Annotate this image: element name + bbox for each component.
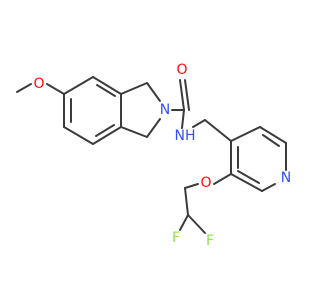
atom-label: O — [200, 175, 211, 191]
bond — [259, 126, 287, 144]
atom-label: F — [206, 233, 214, 249]
bonds — [16, 76, 287, 234]
ether-oxygen-atom: O — [200, 175, 211, 191]
bond — [92, 76, 122, 95]
bond — [184, 187, 189, 216]
bond — [237, 170, 260, 184]
bond — [192, 119, 206, 128]
bond — [96, 84, 116, 97]
methoxy-oxygen-atom: O — [33, 76, 44, 92]
bond — [95, 124, 115, 137]
atom-label: F — [172, 230, 180, 246]
bond — [120, 82, 148, 95]
carbonyl-oxygen-atom: O — [176, 62, 187, 78]
bond — [92, 126, 122, 145]
atom-label: O — [33, 76, 44, 92]
ring-nitrogen-atom: N — [160, 102, 170, 118]
bond — [146, 82, 161, 102]
bond — [16, 83, 32, 93]
atom-label: N — [281, 170, 291, 186]
bond — [184, 183, 199, 189]
atom-label: NH — [175, 128, 196, 144]
bond — [179, 214, 189, 231]
bond — [204, 119, 232, 142]
molecule-structure: O O N NH O N F F — [16, 62, 291, 249]
bond — [230, 126, 261, 142]
bond — [261, 183, 276, 192]
bond — [213, 173, 232, 185]
atom-label: O — [176, 62, 187, 78]
bond — [179, 79, 185, 111]
pyridine-nitrogen-atom: N — [281, 170, 291, 186]
bond — [120, 126, 148, 138]
bond — [230, 173, 263, 192]
atom-labels: O O N NH O N F F — [33, 62, 291, 249]
fluorine-atom-1: F — [206, 233, 214, 249]
bond — [181, 109, 185, 129]
bond — [184, 79, 190, 111]
atom-label: N — [160, 102, 170, 118]
bond — [146, 118, 161, 138]
amide-nitrogen-atom: NH — [175, 128, 196, 144]
bond — [63, 76, 94, 95]
fluorine-atom-2: F — [172, 230, 180, 246]
bond — [63, 126, 94, 145]
bond — [46, 83, 65, 95]
bond — [187, 214, 206, 234]
bond — [262, 134, 280, 147]
